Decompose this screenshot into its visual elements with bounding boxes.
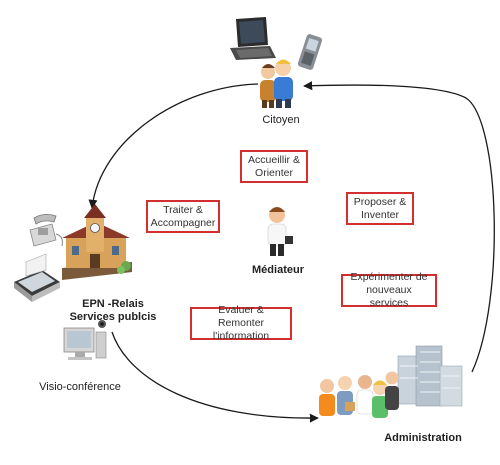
label-mediateur: Médiateur [252, 264, 304, 276]
mobile-phone-icon [297, 34, 323, 70]
mediator-icon [267, 207, 293, 256]
label-epn-relais: EPN -Relais Services publcis [69, 298, 157, 323]
building-icon [62, 204, 132, 280]
arrow-citoyen-to-epn [88, 83, 259, 209]
box-accueillir-orienter: Accueillir & Orienter [240, 150, 308, 183]
scanner-icon [14, 253, 60, 302]
label-administration: Administration [384, 432, 462, 444]
arrow-administration-to-citoyen [303, 81, 495, 373]
box-evaluer-remonter: Evaluer & Remonter l'information [190, 304, 292, 342]
laptop-icon [230, 17, 276, 60]
computer-webcam-icon [63, 320, 107, 360]
label-citoyen: Citoyen [262, 114, 300, 126]
box-traiter-accompagner: Traiter & Accompagner [146, 200, 220, 233]
box-proposer-inventer: Proposer & Inventer [346, 192, 414, 225]
office-buildings-icon [397, 345, 463, 407]
label-visio-conference: Visio-conférence [39, 381, 121, 393]
box-experimenter-services: Expérimenter de nouveaux services [341, 271, 437, 309]
citizens-icon [260, 59, 293, 108]
telephone-icon [29, 214, 63, 247]
administration-people-icon [319, 371, 399, 418]
arrow-epn-to-administration [111, 331, 319, 423]
